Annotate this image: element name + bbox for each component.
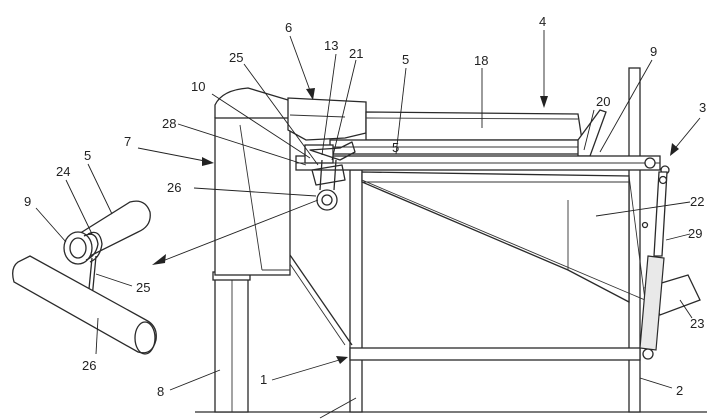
lower-crossbar [349, 347, 654, 361]
label-21: 21 [349, 46, 363, 61]
label-25-top: 25 [229, 50, 243, 65]
detail-pointer-arrow [152, 199, 319, 265]
label-13: 13 [324, 38, 338, 53]
label-9-detail: 9 [24, 194, 31, 209]
upper-conveyor-rail [329, 139, 581, 155]
label-10: 10 [191, 79, 205, 94]
reference-numerals: 1 2 3 4 5 5 5 6 7 8 9 9 10 13 18 20 21 2… [24, 14, 706, 399]
left-leg-assembly [212, 271, 251, 413]
label-8: 8 [157, 384, 164, 399]
label-25-detail: 25 [136, 280, 150, 295]
label-5-detail: 5 [84, 148, 91, 163]
label-1: 1 [260, 372, 267, 387]
detail-pulley-view [12, 200, 157, 355]
label-7: 7 [124, 134, 131, 149]
label-26-main: 26 [167, 180, 181, 195]
drive-mechanism [304, 141, 356, 211]
label-6: 6 [285, 20, 292, 35]
label-26-detail: 26 [82, 358, 96, 373]
left-front-leg [349, 169, 363, 413]
sieve-trough [361, 171, 646, 304]
chute-column [214, 87, 291, 276]
label-3: 3 [699, 100, 706, 115]
label-5-top: 5 [402, 52, 409, 67]
label-2: 2 [676, 383, 683, 398]
label-5-main: 5 [392, 140, 399, 155]
label-18: 18 [474, 53, 488, 68]
label-9-right: 9 [650, 44, 657, 59]
leader-lines [35, 30, 701, 419]
label-23: 23 [690, 316, 704, 331]
label-28: 28 [162, 116, 176, 131]
actuator-cylinder [639, 221, 665, 351]
crank-rod [653, 171, 668, 257]
label-4: 4 [539, 14, 546, 29]
label-22: 22 [690, 194, 704, 209]
label-24: 24 [56, 164, 70, 179]
diagonal-brace [289, 254, 353, 346]
label-29: 29 [688, 226, 702, 241]
label-20: 20 [596, 94, 610, 109]
